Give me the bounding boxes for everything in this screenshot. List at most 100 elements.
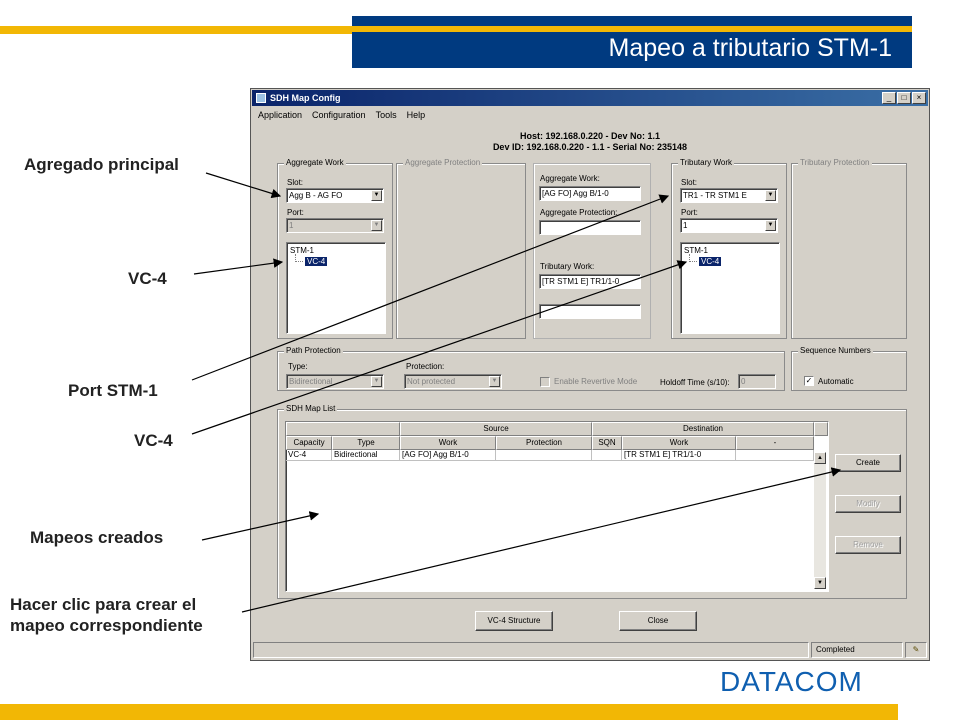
vc4-structure-button[interactable]: VC-4 Structure bbox=[475, 611, 553, 631]
aggregate-port-value: 1 bbox=[289, 221, 294, 230]
window-titlebar[interactable]: SDH Map Config _ □ × bbox=[252, 90, 928, 106]
create-button[interactable]: Create bbox=[835, 454, 901, 472]
corner-header bbox=[814, 422, 828, 436]
sequence-numbers-title: Sequence Numbers bbox=[798, 346, 873, 355]
menu-configuration[interactable]: Configuration bbox=[312, 110, 366, 120]
cell-sqn bbox=[592, 450, 622, 461]
callout-crear-line2: mapeo correspondiente bbox=[10, 616, 203, 635]
chevron-down-icon[interactable]: ▼ bbox=[489, 376, 500, 387]
revertive-checkbox[interactable] bbox=[540, 377, 550, 387]
tributary-protection-title: Tributary Protection bbox=[798, 158, 872, 167]
source-header: Source bbox=[400, 422, 592, 436]
minimize-button[interactable]: _ bbox=[882, 92, 896, 104]
chevron-down-icon[interactable]: ▼ bbox=[765, 190, 776, 201]
aggregate-protection-title: Aggregate Protection bbox=[403, 158, 483, 167]
slide-title: Mapeo a tributario STM-1 bbox=[608, 34, 892, 62]
protection-select[interactable]: Not protected ▼ bbox=[404, 374, 502, 389]
chevron-down-icon[interactable]: ▼ bbox=[371, 376, 382, 387]
trib-work-label: Tributary Work: bbox=[540, 262, 595, 271]
menu-help[interactable]: Help bbox=[406, 110, 426, 120]
col-capacity[interactable]: Capacity bbox=[286, 436, 332, 450]
menu-application[interactable]: Application bbox=[258, 110, 303, 120]
scroll-up-icon[interactable]: ▲ bbox=[814, 452, 826, 464]
agg-work-field[interactable]: [AG FO] Agg B/1-0 bbox=[539, 186, 641, 201]
bottom-accent-bar bbox=[0, 704, 898, 720]
tributary-slot-value: TR1 - TR STM1 E bbox=[683, 191, 747, 200]
sdh-map-list-title: SDH Map List bbox=[284, 404, 338, 413]
chevron-down-icon[interactable]: ▼ bbox=[371, 190, 382, 201]
status-text: Completed bbox=[811, 642, 903, 658]
datacom-logo: DATACOM bbox=[720, 666, 863, 697]
modify-button[interactable]: Modify bbox=[835, 495, 901, 513]
col-protection[interactable]: Protection bbox=[496, 436, 592, 450]
cell-destination-work: [TR STM1 E] TR1/1-0 bbox=[622, 450, 736, 461]
tributary-port-select[interactable]: 1 ▼ bbox=[680, 218, 778, 233]
pencil-icon: ✎ bbox=[905, 642, 927, 658]
aggregate-work-group: Aggregate Work Slot: Agg B - AG FO ▼ Por… bbox=[277, 158, 393, 339]
agg-prot-field[interactable] bbox=[539, 220, 641, 235]
aggregate-slot-value: Agg B - AG FO bbox=[289, 191, 343, 200]
protection-label: Protection: bbox=[406, 362, 445, 371]
aggregate-tree-vc4[interactable]: VC-4 bbox=[305, 257, 328, 266]
callout-vc4-aggregate: VC-4 bbox=[128, 269, 167, 288]
close-window-button[interactable]: × bbox=[912, 92, 926, 104]
type-label: Type: bbox=[288, 362, 308, 371]
sdh-map-config-window: SDH Map Config _ □ × Application Configu… bbox=[250, 88, 930, 661]
col-type[interactable]: Type bbox=[332, 436, 400, 450]
callout-agregado-principal: Agregado principal bbox=[24, 155, 179, 174]
chevron-down-icon[interactable]: ▼ bbox=[765, 220, 776, 231]
mapping-summary-group: Aggregate Work: [AG FO] Agg B/1-0 Aggreg… bbox=[533, 163, 651, 339]
type-value: Bidirectional bbox=[289, 377, 333, 386]
col-source-work[interactable]: Work bbox=[400, 436, 496, 450]
aggregate-slot-label: Slot: bbox=[287, 178, 304, 187]
aggregate-slot-select[interactable]: Agg B - AG FO ▼ bbox=[286, 188, 384, 203]
tributary-tree[interactable]: STM-1 VC-4 bbox=[680, 242, 780, 334]
cell-type: Bidirectional bbox=[332, 450, 400, 461]
holdoff-label: Holdoff Time (s/10): bbox=[660, 378, 730, 387]
tree-branch-line bbox=[295, 254, 303, 262]
tributary-port-label: Port: bbox=[681, 208, 698, 217]
automatic-checkbox[interactable]: ✓ bbox=[804, 376, 814, 386]
status-bar: Completed ✎ bbox=[253, 642, 927, 658]
tree-branch-line bbox=[689, 254, 697, 262]
chevron-down-icon[interactable]: ▼ bbox=[371, 220, 382, 231]
maximize-button[interactable]: □ bbox=[897, 92, 911, 104]
col-sqn[interactable]: SQN bbox=[592, 436, 622, 450]
aggregate-protection-group: Aggregate Protection bbox=[396, 158, 526, 339]
close-button[interactable]: Close bbox=[619, 611, 697, 631]
scroll-down-icon[interactable]: ▼ bbox=[814, 577, 826, 589]
callout-port-stm1: Port STM-1 bbox=[68, 381, 158, 400]
host-info: Host: 192.168.0.220 - Dev No: 1.1 bbox=[519, 131, 661, 141]
agg-prot-label: Aggregate Protection: bbox=[540, 208, 618, 217]
tributary-slot-label: Slot: bbox=[681, 178, 698, 187]
aggregate-tree[interactable]: STM-1 VC-4 bbox=[286, 242, 386, 334]
automatic-label: Automatic bbox=[818, 377, 854, 386]
cell-dash bbox=[736, 450, 814, 461]
callout-mapeos-creados: Mapeos creados bbox=[30, 528, 164, 547]
cell-protection bbox=[496, 450, 592, 461]
trib-prot-field[interactable] bbox=[539, 304, 641, 319]
holdoff-field[interactable]: 0 bbox=[738, 374, 776, 389]
title-box bbox=[352, 16, 912, 68]
agg-work-label: Aggregate Work: bbox=[540, 174, 600, 183]
table-vertical-scrollbar[interactable]: ▲ ▼ bbox=[814, 452, 826, 589]
tributary-slot-select[interactable]: TR1 - TR STM1 E ▼ bbox=[680, 188, 778, 203]
tributary-tree-stm1[interactable]: STM-1 bbox=[684, 246, 708, 255]
col-dash[interactable]: - bbox=[736, 436, 814, 450]
sequence-numbers-group: Sequence Numbers ✓ Automatic bbox=[791, 346, 907, 391]
tributary-tree-vc4[interactable]: VC-4 bbox=[699, 257, 722, 266]
tributary-port-value: 1 bbox=[683, 221, 688, 230]
top-accent-bar bbox=[0, 26, 352, 34]
remove-button[interactable]: Remove bbox=[835, 536, 901, 554]
callout-crear-line1: Hacer clic para crear el bbox=[10, 595, 197, 614]
sdh-map-table: Source Destination Capacity Type Work Pr… bbox=[285, 421, 829, 592]
callout-vc4-tributary: VC-4 bbox=[134, 431, 173, 450]
cell-capacity: VC-4 bbox=[286, 450, 332, 461]
app-icon bbox=[256, 93, 266, 103]
type-select[interactable]: Bidirectional ▼ bbox=[286, 374, 384, 389]
col-destination-work[interactable]: Work bbox=[622, 436, 736, 450]
trib-work-field[interactable]: [TR STM1 E] TR1/1-0 bbox=[539, 274, 641, 289]
tributary-work-group: Tributary Work Slot: TR1 - TR STM1 E ▼ P… bbox=[671, 158, 787, 339]
menu-tools[interactable]: Tools bbox=[375, 110, 397, 120]
aggregate-port-select[interactable]: 1 ▼ bbox=[286, 218, 384, 233]
